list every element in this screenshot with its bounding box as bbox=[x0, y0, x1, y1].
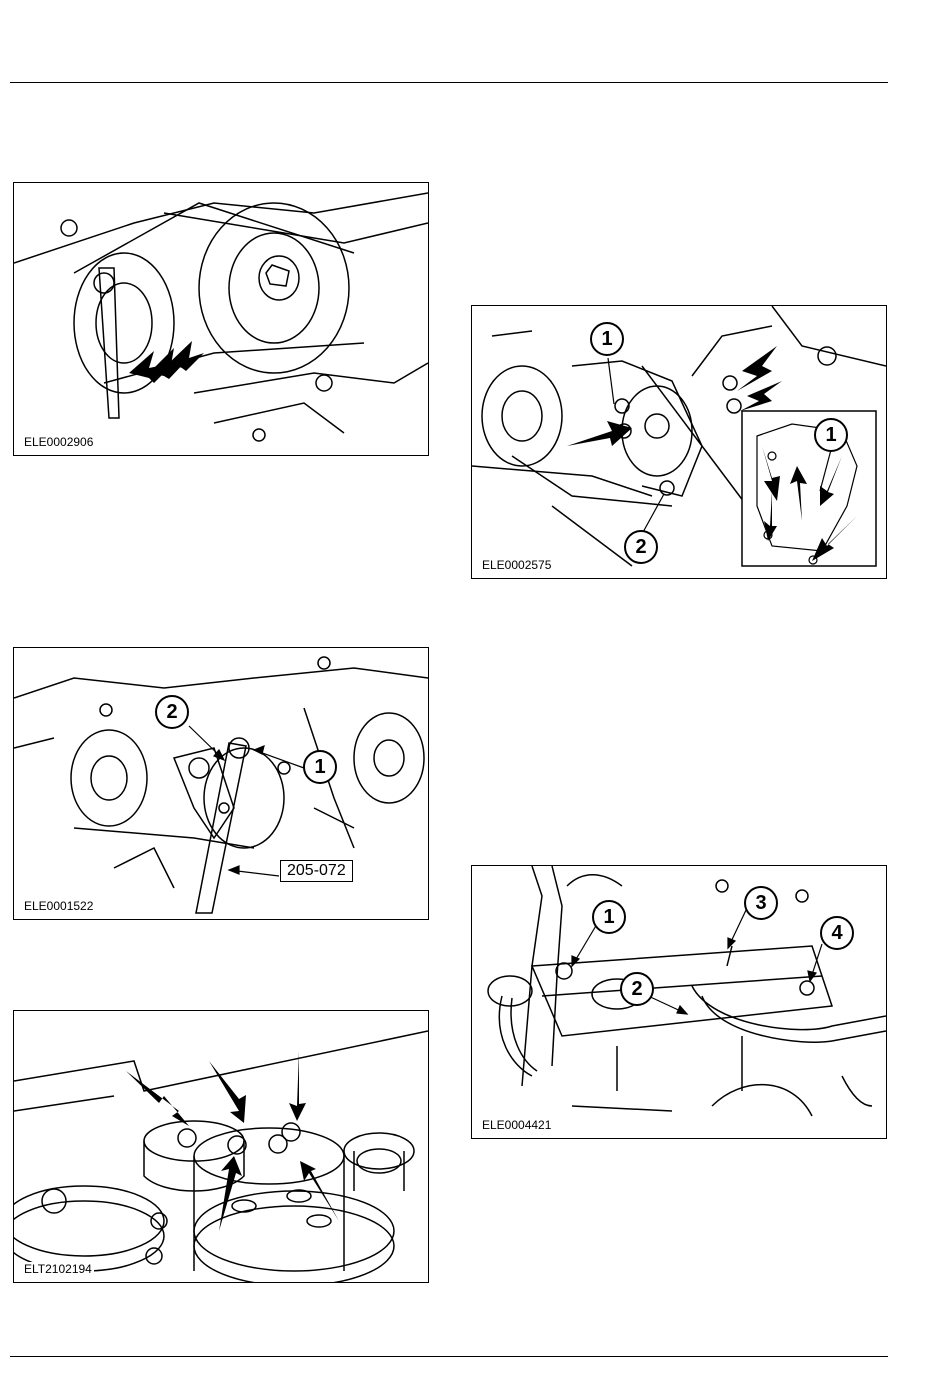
cam-cover-illustration bbox=[472, 866, 886, 1138]
figure-special-tool-205-072: 2 1 205-072 ELE0001522 bbox=[13, 647, 429, 920]
callout-inset-1: 1 bbox=[814, 418, 848, 452]
figure-pulley-bolts: ELT2102194 bbox=[13, 1010, 429, 1283]
callout-2: 2 bbox=[620, 972, 654, 1006]
figure-label: ELT2102194 bbox=[22, 1262, 94, 1276]
figure-label: ELE0001522 bbox=[22, 899, 95, 913]
callout-1: 1 bbox=[592, 900, 626, 934]
callout-2: 2 bbox=[624, 530, 658, 564]
special-tool-illustration bbox=[14, 648, 428, 919]
belt-tensioner-illustration bbox=[14, 183, 428, 455]
figure-cam-cover-hoses: 1 3 4 2 ELE0004421 bbox=[471, 865, 887, 1139]
callout-1: 1 bbox=[303, 750, 337, 784]
figure-label: ELE0004421 bbox=[480, 1118, 553, 1132]
pulley-bolts-illustration bbox=[14, 1011, 428, 1282]
callout-1: 1 bbox=[590, 322, 624, 356]
footer-rule bbox=[10, 1356, 888, 1357]
figure-label: ELE0002575 bbox=[480, 558, 553, 572]
callout-2: 2 bbox=[155, 695, 189, 729]
figure-label: ELE0002906 bbox=[22, 435, 95, 449]
header-rule bbox=[10, 82, 888, 83]
figure-tensioner-bolts: 1 2 1 ELE0002575 bbox=[471, 305, 887, 579]
callout-3: 3 bbox=[744, 886, 778, 920]
callout-4: 4 bbox=[820, 916, 854, 950]
special-tool-number: 205-072 bbox=[280, 860, 353, 882]
figure-belt-tensioner-wrench: ELE0002906 bbox=[13, 182, 429, 456]
